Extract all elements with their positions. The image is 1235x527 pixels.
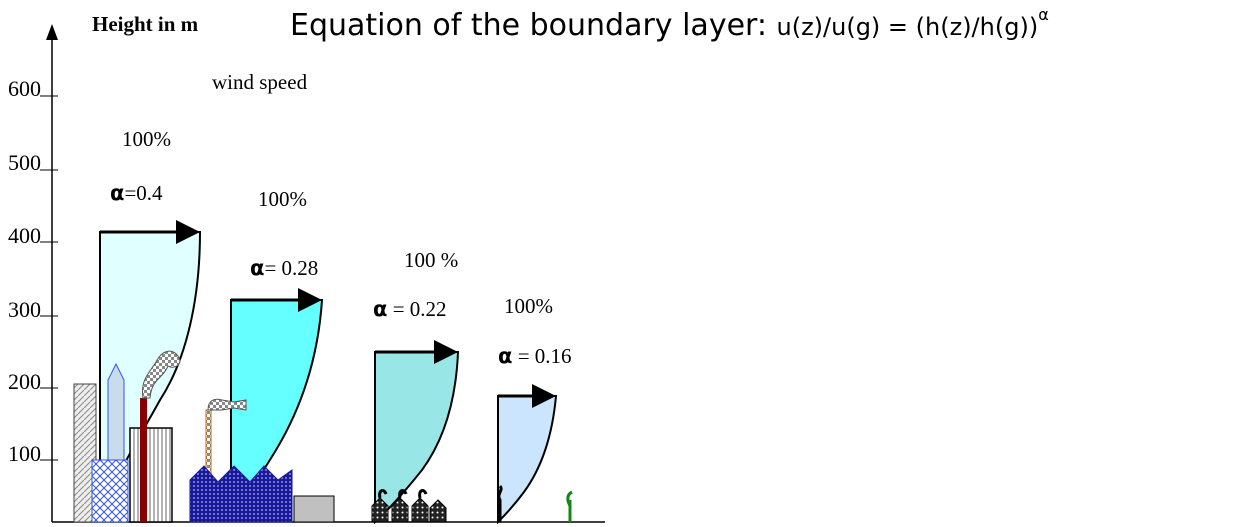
profile-2-alpha: α= 0.28: [250, 256, 318, 281]
building-cross: [91, 459, 129, 523]
title-equation: u(z)/u(g) = (h(z)/h(g)): [776, 13, 1039, 41]
profile-2-arrowhead: [298, 288, 322, 312]
chimney-red: [140, 398, 147, 522]
title-exponent: α: [1038, 5, 1049, 24]
y-axis-label: Height in m: [92, 12, 199, 36]
smoke-plume-1: [141, 350, 181, 399]
wind-profile-3: [374, 340, 460, 525]
wind-speed-label: wind speed: [212, 70, 308, 94]
tick-label-100: 100: [8, 441, 41, 466]
title-text: Equation of the boundary layer:: [290, 8, 767, 43]
building-right: [129, 427, 173, 523]
alpha-value: = 0.28: [264, 256, 319, 280]
tower: [107, 362, 125, 461]
warehouse: [293, 495, 335, 523]
profile-3-alpha: α = 0.22: [373, 297, 447, 322]
wind-profile-4: [497, 384, 558, 525]
smoke-plume-2: [207, 398, 247, 411]
profile-1-arrowhead: [176, 220, 200, 244]
profile-3-shape: [374, 351, 460, 525]
suburb-terrain: [371, 489, 447, 523]
small-tree: [497, 484, 503, 522]
tick-label-500: 500: [8, 150, 41, 175]
alpha-value: = 0.16: [512, 344, 572, 368]
alpha-value: =0.4: [124, 181, 163, 205]
diagram-title: Equation of the boundary layer: u(z)/u(g…: [290, 5, 1049, 43]
tree-2: [398, 489, 408, 499]
tick-label-400: 400: [8, 223, 41, 248]
alpha-value: = 0.22: [387, 297, 447, 321]
wind-profile-2: [230, 288, 324, 523]
alpha-symbol: α: [498, 344, 513, 368]
tick-label-300: 300: [8, 297, 41, 322]
profile-2-percent: 100%: [258, 187, 307, 211]
profile-1-alpha: α=0.4: [110, 181, 163, 206]
alpha-symbol: α: [250, 256, 265, 280]
profile-4-percent: 100%: [504, 294, 553, 318]
profile-1-percent: 100%: [122, 127, 171, 151]
y-axis-arrow: [46, 24, 58, 40]
profile-3-percent: 100 %: [404, 248, 459, 272]
open-country-terrain: [497, 484, 573, 522]
house-4: [429, 499, 447, 523]
tree-3: [418, 489, 428, 499]
alpha-symbol: α: [110, 181, 125, 205]
factory-roofs: [189, 465, 293, 523]
grass-plant: [566, 490, 573, 522]
building-left: [73, 383, 97, 523]
house-2: [391, 497, 409, 523]
profile-4-alpha: α = 0.16: [498, 344, 572, 369]
tick-label-600: 600: [8, 76, 41, 101]
city-terrain: [73, 350, 181, 523]
house-1: [371, 497, 389, 523]
tick-label-200: 200: [8, 369, 41, 394]
house-3: [411, 497, 429, 523]
profile-4-arrowhead: [532, 384, 556, 408]
industrial-terrain: [189, 398, 335, 523]
tree-1: [378, 489, 388, 499]
profile-3-arrowhead: [434, 340, 458, 364]
alpha-symbol: α: [373, 297, 388, 321]
profile-4-shape: [497, 395, 558, 525]
